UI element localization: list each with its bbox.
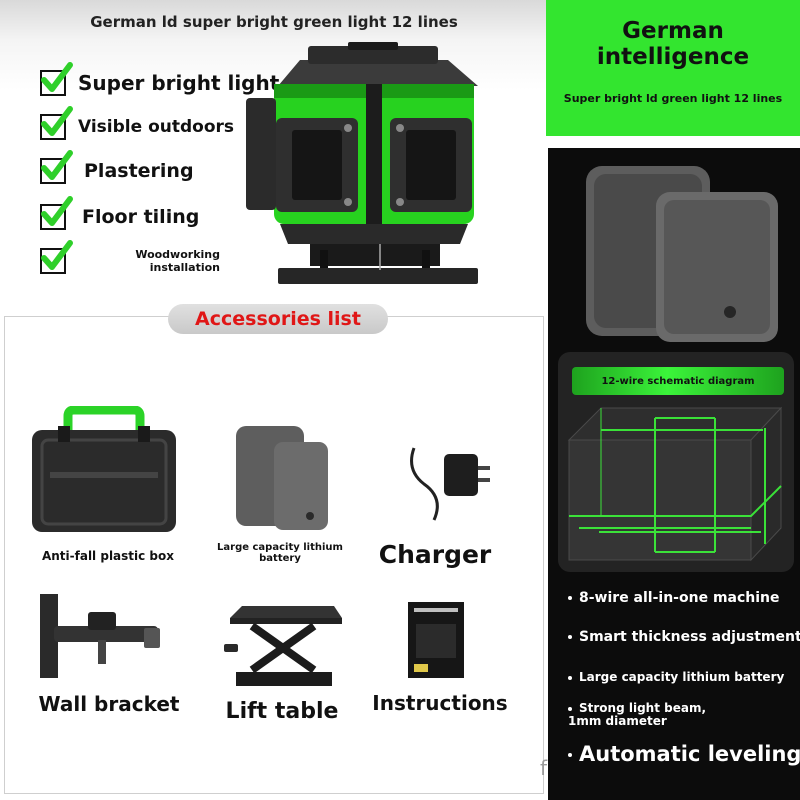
promo-box: German intelligence Super bright ld gree…	[546, 0, 800, 136]
cube-schematic-image	[567, 406, 783, 562]
feature-item: Floor tiling	[40, 196, 290, 230]
spec-label: Smart thickness adjustment	[579, 629, 800, 645]
spec-item: Strong light beam, 1mm diameter	[568, 702, 738, 728]
laser-level-image	[246, 42, 478, 284]
wall-bracket-image	[40, 594, 160, 678]
accessory-label: Lift table	[225, 699, 339, 724]
feature-item: Woodworking installation	[40, 240, 290, 274]
bullet-icon	[568, 706, 572, 711]
feature-item: Super bright light	[40, 62, 290, 96]
spec-item: Smart thickness adjustment	[568, 629, 800, 645]
bullet-icon	[568, 596, 572, 600]
feature-label: Plastering	[84, 160, 194, 182]
schematic-diagram-label: 12-wire schematic diagram	[572, 367, 784, 395]
plastic-box-image	[32, 406, 176, 532]
battery-image	[586, 166, 778, 342]
check-icon	[40, 106, 73, 140]
accessory-label: Instructions	[372, 691, 508, 715]
spec-label: Large capacity lithium battery	[579, 670, 785, 684]
feature-item: Visible outdoors	[40, 106, 290, 140]
bullet-icon	[568, 635, 572, 639]
spec-label: Automatic leveling	[579, 742, 800, 766]
check-icon	[40, 150, 73, 184]
promo-title-line1: German	[622, 18, 724, 44]
lift-table-image	[224, 606, 342, 686]
accessories-panel	[4, 316, 544, 794]
feature-label: Woodworking installation	[135, 248, 220, 274]
promo-subtitle: Super bright ld green light 12 lines	[563, 92, 783, 105]
accessory-label: Charger	[378, 540, 492, 569]
bullet-icon	[568, 675, 572, 680]
accessories-title: Accessories list	[168, 304, 388, 334]
feature-item: Plastering	[40, 150, 290, 184]
spec-item: 8-wire all-in-one machine	[568, 590, 780, 606]
check-icon	[40, 62, 73, 96]
feature-label: Visible outdoors	[78, 117, 235, 137]
spec-item: Large capacity lithium battery	[568, 670, 784, 684]
feature-label: Floor tiling	[82, 206, 200, 228]
spec-label: Strong light beam, 1mm diameter	[568, 701, 707, 728]
accessory-label: Wall bracket	[38, 692, 180, 716]
banner-title: German ld super bright green light 12 li…	[90, 13, 458, 31]
charger-image	[410, 447, 490, 521]
accessory-label: Anti-fall plastic box	[41, 549, 175, 563]
instructions-image	[408, 602, 464, 678]
feature-label: Super bright light	[78, 71, 280, 95]
check-icon	[40, 240, 73, 274]
spec-item: Automatic leveling	[568, 742, 800, 766]
lithium-battery-image	[236, 426, 328, 530]
bullet-icon	[568, 753, 572, 757]
spec-label: 8-wire all-in-one machine	[579, 590, 780, 606]
check-icon	[40, 196, 73, 230]
promo-title: German intelligence	[546, 18, 800, 70]
accessory-label: Large capacity lithium battery	[217, 542, 343, 564]
promo-title-line2: intelligence	[596, 44, 750, 70]
product-banner: German ld super bright green light 12 li…	[0, 0, 548, 300]
watermark-text: f	[540, 756, 548, 780]
